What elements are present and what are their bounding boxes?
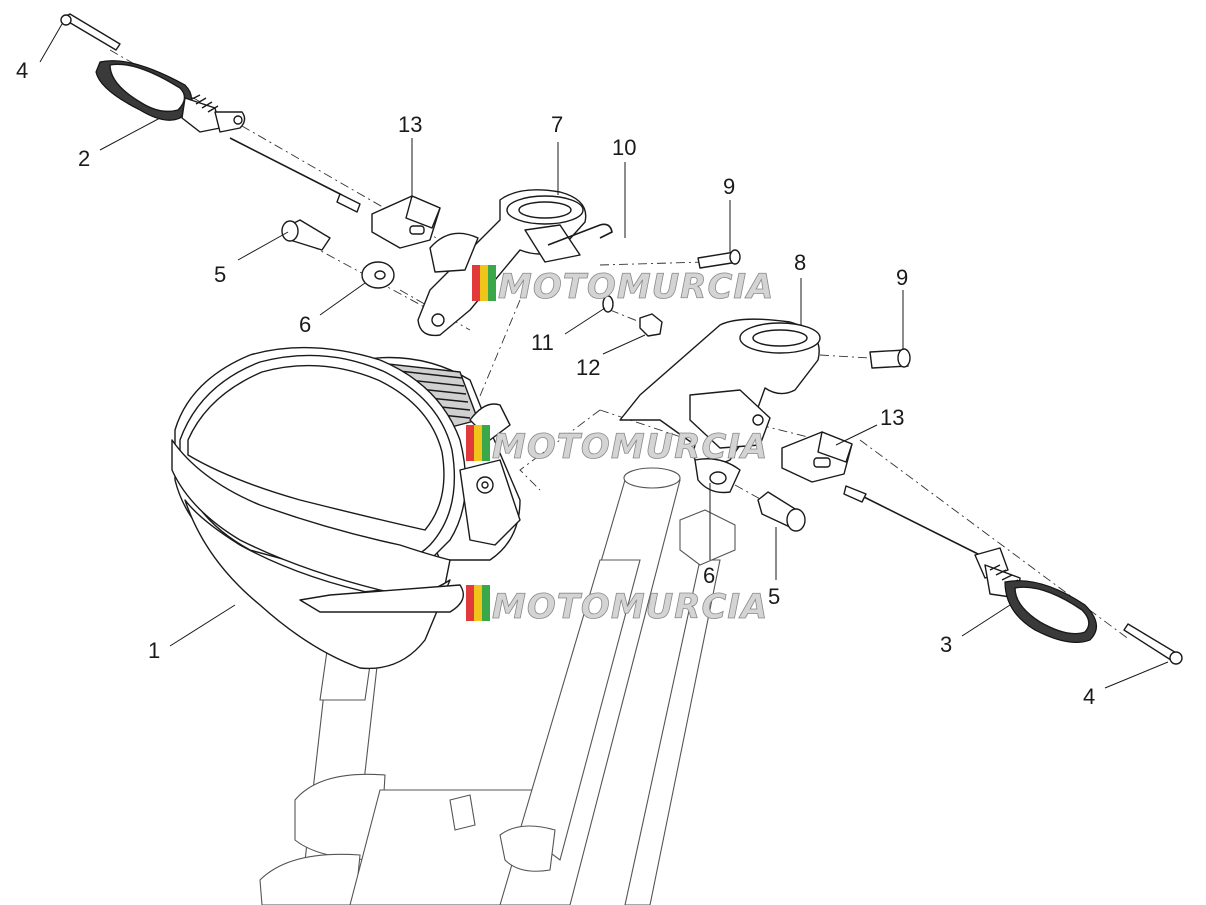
turn-signal-right-part-3 <box>843 485 1097 643</box>
callout-3: 3 <box>940 632 952 657</box>
callout-5-left: 5 <box>214 262 226 287</box>
washer-part-11 <box>602 295 614 313</box>
callout-labels: 4 2 13 7 10 9 5 6 8 9 11 12 13 1 6 5 3 4 <box>16 58 1095 709</box>
bracket-right-part-8 <box>619 318 821 494</box>
screw-part-5-left <box>281 219 331 251</box>
grommet-part-13-left <box>371 195 441 249</box>
bolt-part-4-top <box>60 13 121 51</box>
callout-5-right: 5 <box>768 584 780 609</box>
callout-6-right: 6 <box>703 563 715 588</box>
callout-10: 10 <box>612 135 636 160</box>
callout-12: 12 <box>576 355 600 380</box>
callout-7: 7 <box>551 112 563 137</box>
fork-assembly <box>259 467 736 905</box>
headlight-part-1 <box>171 346 521 670</box>
watermark-text: MOTOMURCIA <box>492 587 768 627</box>
watermark-text: MOTOMURCIA <box>492 427 768 467</box>
callout-2: 2 <box>78 146 90 171</box>
watermark-middle: MOTOMURCIA <box>466 425 768 467</box>
bolt-part-9-right <box>869 348 911 369</box>
clip-part-10 <box>547 223 613 246</box>
grommet-part-13-right <box>781 431 853 483</box>
watermark-text: MOTOMURCIA <box>498 267 774 307</box>
bracket-left-part-7 <box>417 189 587 337</box>
callout-4-top: 4 <box>16 58 28 83</box>
watermark-bottom: MOTOMURCIA <box>466 585 768 627</box>
callout-4-bottom: 4 <box>1083 684 1095 709</box>
turn-signal-left-part-2 <box>95 60 361 213</box>
callout-13-right: 13 <box>880 405 904 430</box>
callout-9-right: 9 <box>896 265 908 290</box>
screw-part-5-right <box>757 491 806 532</box>
washer-part-6-left <box>361 261 395 289</box>
callout-8: 8 <box>794 250 806 275</box>
watermark-top: MOTOMURCIA <box>472 265 774 307</box>
callout-9-top: 9 <box>723 174 735 199</box>
callout-6-left: 6 <box>299 312 311 337</box>
callout-13-left: 13 <box>398 112 422 137</box>
leader-lines <box>39 23 1169 689</box>
callout-11: 11 <box>531 330 554 355</box>
nut-part-12 <box>639 313 663 337</box>
bolt-part-9-top <box>697 249 741 269</box>
callout-1: 1 <box>148 638 160 663</box>
bolt-part-4-bottom <box>1123 623 1183 665</box>
